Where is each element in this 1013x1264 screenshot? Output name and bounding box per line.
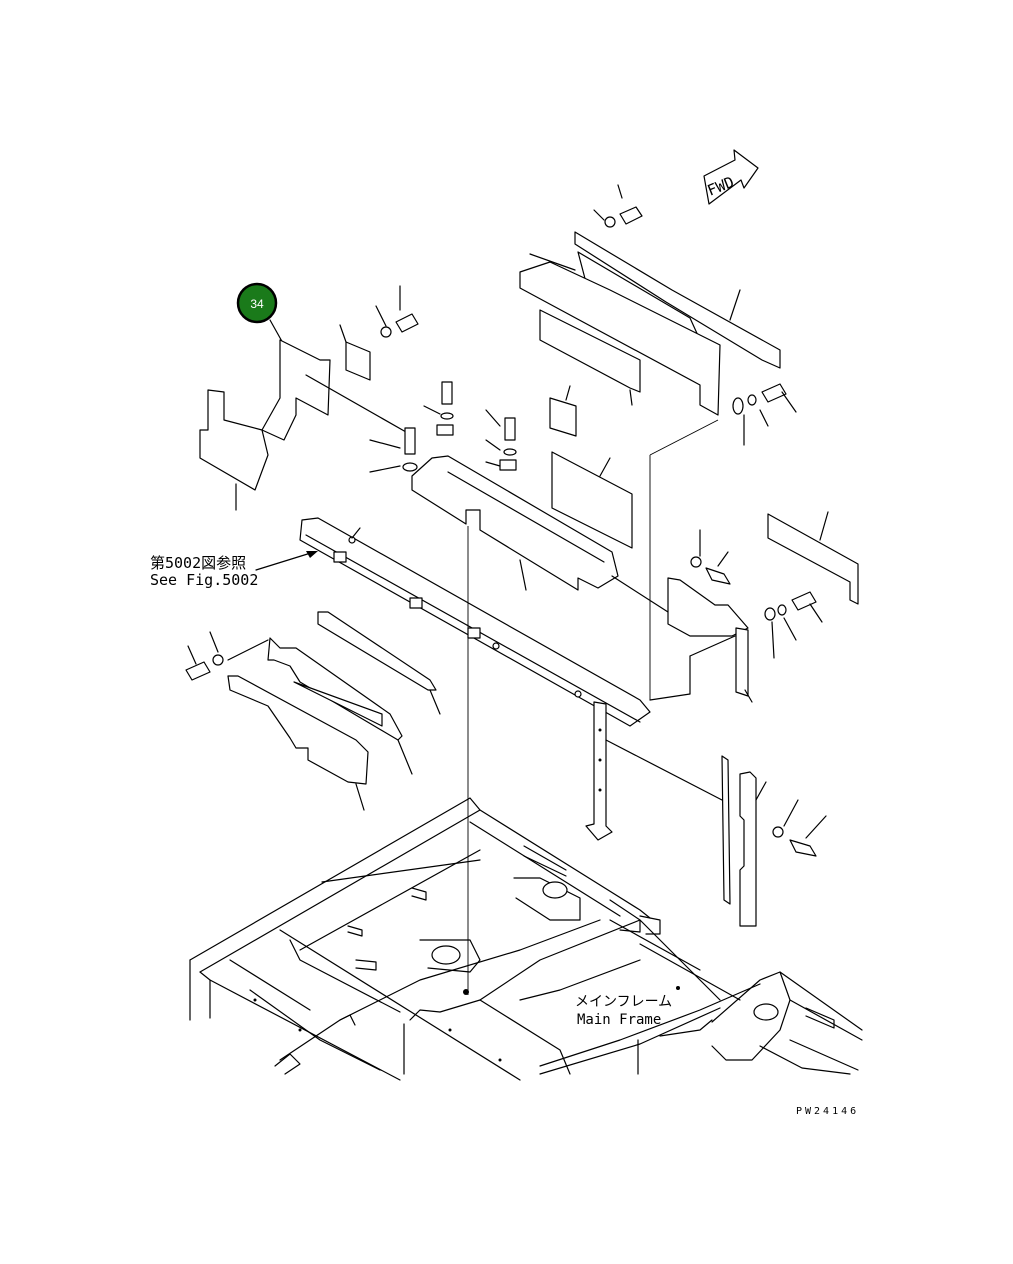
right-side-panel <box>767 511 859 605</box>
fwd-arrow-icon: FWD <box>703 149 759 205</box>
right-bracket-plate <box>649 577 753 703</box>
main-frame-label: メインフレーム Main Frame <box>575 994 672 1028</box>
bracket-plate-34 <box>261 339 407 441</box>
hanger-bolts <box>369 381 517 473</box>
pad-large <box>551 451 633 549</box>
middle-channel-beam <box>411 455 669 613</box>
right-vertical-strips <box>721 755 767 927</box>
guide-line-upper <box>649 419 719 456</box>
right-bolt-group-b <box>690 529 823 659</box>
left-lower-cover <box>227 675 369 811</box>
drawing-code: PW24146 <box>796 1106 859 1117</box>
main-frame <box>189 797 863 1081</box>
left-lower-bracket <box>267 637 413 775</box>
left-bolt-group <box>185 631 269 681</box>
right-bolt-group-c <box>772 799 827 857</box>
main-crossbeam <box>299 517 651 727</box>
right-bolt-group-a <box>732 383 797 446</box>
callout-circle <box>236 282 278 324</box>
upper-bolt-group <box>593 184 643 228</box>
pad-small <box>549 385 577 437</box>
left-side-cover <box>199 389 269 511</box>
callout-34[interactable]: 34 <box>236 282 285 346</box>
small-block <box>339 324 371 381</box>
bolt-washer-group-a <box>375 285 419 338</box>
callout-number: 34 <box>250 297 264 311</box>
reference-en: See Fig.5002 <box>150 571 258 589</box>
left-lower-strip <box>317 611 441 715</box>
vertical-post <box>585 701 723 841</box>
main-frame-jp: メインフレーム <box>575 994 672 1010</box>
main-frame-en: Main Frame <box>577 1012 661 1028</box>
reference-note: 第5002図参照 See Fig.5002 <box>150 551 318 589</box>
reference-jp: 第5002図参照 <box>150 554 246 572</box>
upper-cover-panel <box>519 253 721 416</box>
